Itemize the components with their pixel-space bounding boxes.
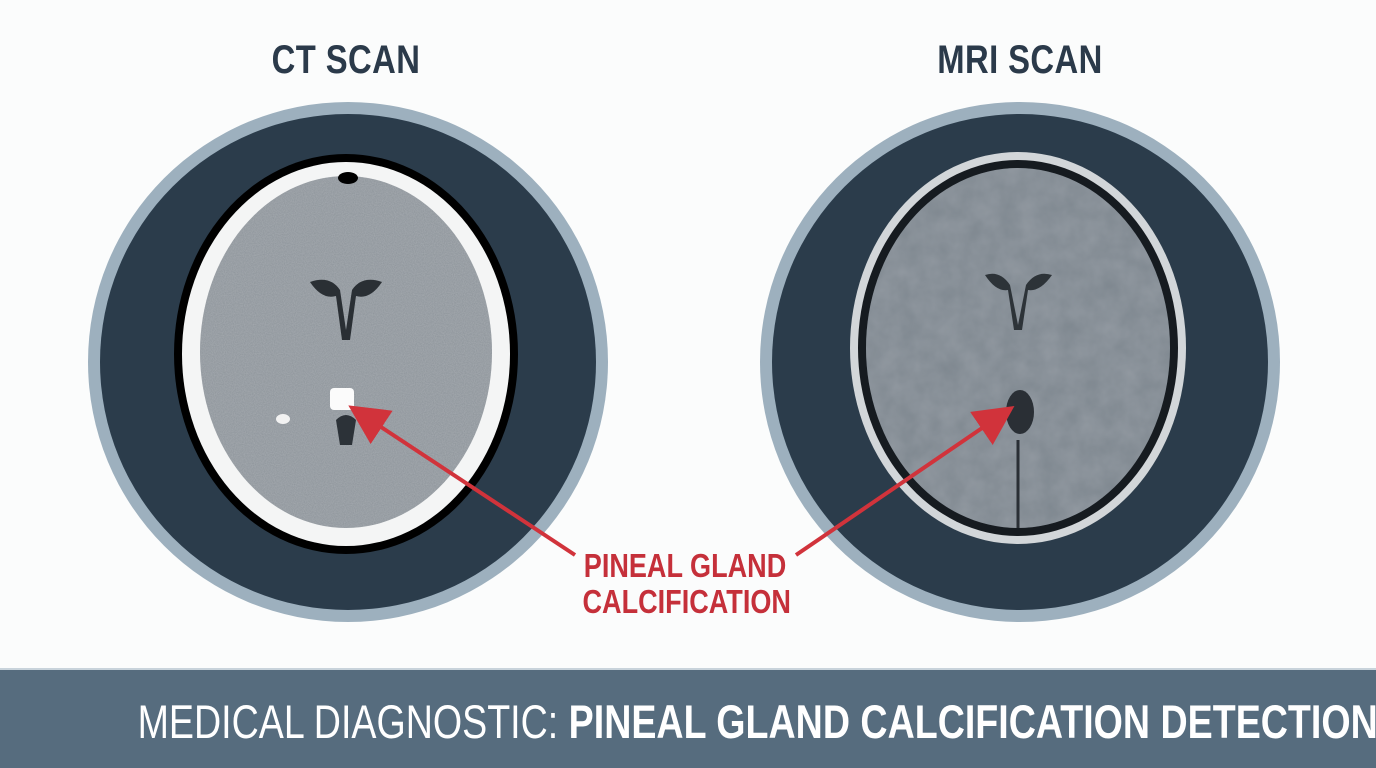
mri-brain-image — [850, 152, 1186, 544]
ct-scan-title: CT SCAN — [271, 38, 421, 82]
banner-title: MEDICAL DIAGNOSTIC: PINEAL GLAND CALCIFI… — [137, 694, 1376, 749]
annotation-line-2: CALCIFICATION — [582, 583, 791, 620]
ct-brain-image — [174, 154, 518, 554]
mri-arrow — [794, 405, 1015, 557]
footer-banner: MEDICAL DIAGNOSTIC: PINEAL GLAND CALCIFI… — [0, 668, 1376, 768]
banner-prefix: MEDICAL DIAGNOSTIC: — [137, 695, 569, 748]
annotation-label: PINEAL GLAND CALCIFICATION — [582, 547, 791, 620]
banner-emphasis: PINEAL GLAND CALCIFICATION DETECTION — [568, 695, 1376, 748]
ct-arrow — [348, 405, 577, 557]
annotation-line-1: PINEAL GLAND — [583, 547, 787, 584]
mri-scan-title: MRI SCAN — [937, 38, 1103, 82]
